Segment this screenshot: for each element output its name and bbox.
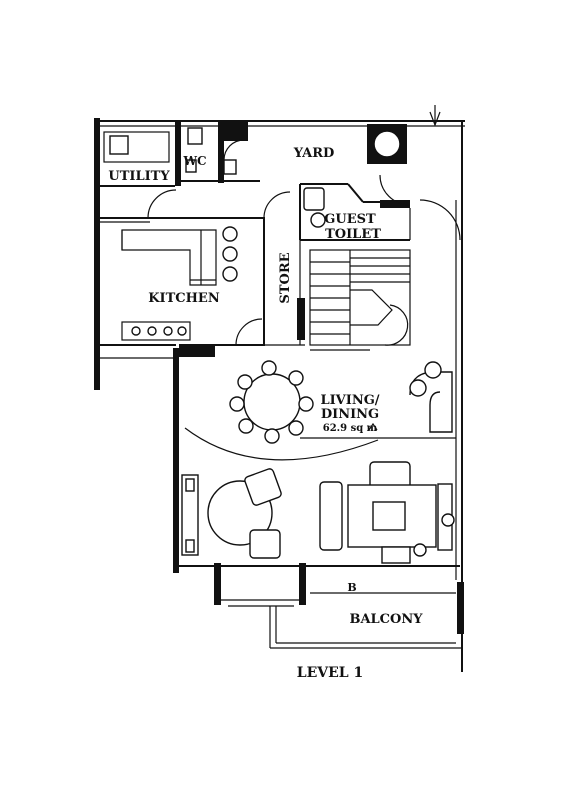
- gt-toilet-icon: [303, 187, 325, 211]
- wall-wc-yard: [218, 121, 224, 183]
- level-change-arrow-icon: [368, 422, 378, 431]
- gt-basin-icon: [310, 212, 326, 228]
- dining-chair-icon: [261, 360, 277, 376]
- dining-chair-icon: [238, 418, 254, 434]
- door-yard-arc: [379, 174, 411, 206]
- stair-landing: [350, 289, 393, 326]
- kitchen-counter-l: [121, 229, 217, 286]
- wc-shower-icon: [223, 159, 237, 175]
- label-toilet: TOILET: [325, 227, 381, 242]
- wall-balcony-right: [457, 582, 464, 634]
- label-wc: WC: [182, 154, 206, 168]
- wc-basin-icon: [185, 159, 197, 173]
- coffee-table: [372, 501, 406, 531]
- living-furniture: [181, 461, 455, 564]
- label-guest: GUEST: [324, 212, 376, 227]
- outer-walls: [94, 118, 465, 672]
- utility-sink-icon: [109, 135, 129, 155]
- plant-icon: [424, 361, 442, 379]
- bar-stool-icon: [222, 226, 238, 242]
- staircase: [309, 249, 411, 346]
- bar-stool-icon: [222, 266, 238, 282]
- plant-icon: [409, 379, 427, 397]
- dining-area-curve: [184, 427, 379, 461]
- stove-burner-icon: [177, 326, 187, 336]
- doors: [147, 139, 461, 346]
- guest-toilet-fixtures: [303, 187, 326, 228]
- label-b-marker: B: [347, 581, 356, 594]
- stove-burner-icon: [147, 326, 157, 336]
- plant-icon: [413, 543, 427, 557]
- armchair-icon: [244, 468, 282, 506]
- kitchen-stove-counter: [121, 321, 191, 341]
- dining-chair-icon: [298, 396, 314, 412]
- label-yard: YARD: [293, 146, 335, 161]
- wall-gt-diag: [347, 183, 364, 203]
- door-kitchen-arc: [263, 191, 291, 219]
- dining-chair-icon: [288, 420, 304, 436]
- stove-burner-icon: [163, 326, 173, 336]
- stair-treads: [310, 257, 410, 335]
- utility-counter: [103, 131, 170, 163]
- dining-chair-icon: [288, 370, 304, 386]
- ottoman: [381, 546, 411, 564]
- label-store: STORE: [278, 252, 293, 303]
- dining-chair-icon: [229, 396, 245, 412]
- door-main-arc: [419, 199, 461, 241]
- bar-stool-icon: [222, 246, 238, 262]
- label-utility: UTILITY: [108, 169, 170, 184]
- utility-wc-fixtures: [103, 127, 237, 175]
- wall-left-upper: [94, 118, 100, 390]
- plant-icon: [441, 513, 455, 527]
- label-living-area: 62.9 sq m: [323, 423, 378, 434]
- corner-seating: [409, 361, 453, 433]
- dining-chair-icon: [237, 374, 253, 390]
- label-dining: DINING: [321, 407, 379, 422]
- tv-cabinet: [181, 474, 199, 556]
- wall-gt-block: [380, 200, 410, 208]
- interior-walls: [100, 121, 411, 357]
- kitchen-fixtures: [121, 226, 238, 341]
- wall-pillar-mid: [299, 563, 306, 605]
- wall-left-lower: [173, 348, 179, 573]
- wall-block-top: [220, 121, 248, 141]
- wall-utility-wc: [175, 121, 181, 186]
- label-living: LIVING/: [320, 393, 379, 408]
- door-utility-arc: [147, 189, 177, 219]
- door-wc-arc: [223, 139, 245, 161]
- door-stair-arc: [384, 304, 409, 346]
- wc-toilet-icon: [187, 127, 203, 145]
- stove-burner-icon: [131, 326, 141, 336]
- yard-drain-icon: [373, 130, 401, 158]
- sofa-left: [319, 481, 343, 551]
- wall-pillar-left: [214, 563, 221, 605]
- dining-chair-icon: [264, 428, 280, 444]
- label-balcony: BALCONY: [349, 612, 423, 627]
- wall-living-top-block: [179, 345, 215, 357]
- level-title: LEVEL 1: [297, 665, 364, 681]
- label-kitchen: KITCHEN: [148, 291, 220, 306]
- door-store-arc: [235, 318, 263, 346]
- dining-set: [229, 360, 314, 444]
- yard-fixtures: [367, 105, 441, 164]
- armchair-icon: [249, 529, 281, 559]
- wall-store-block: [297, 298, 305, 340]
